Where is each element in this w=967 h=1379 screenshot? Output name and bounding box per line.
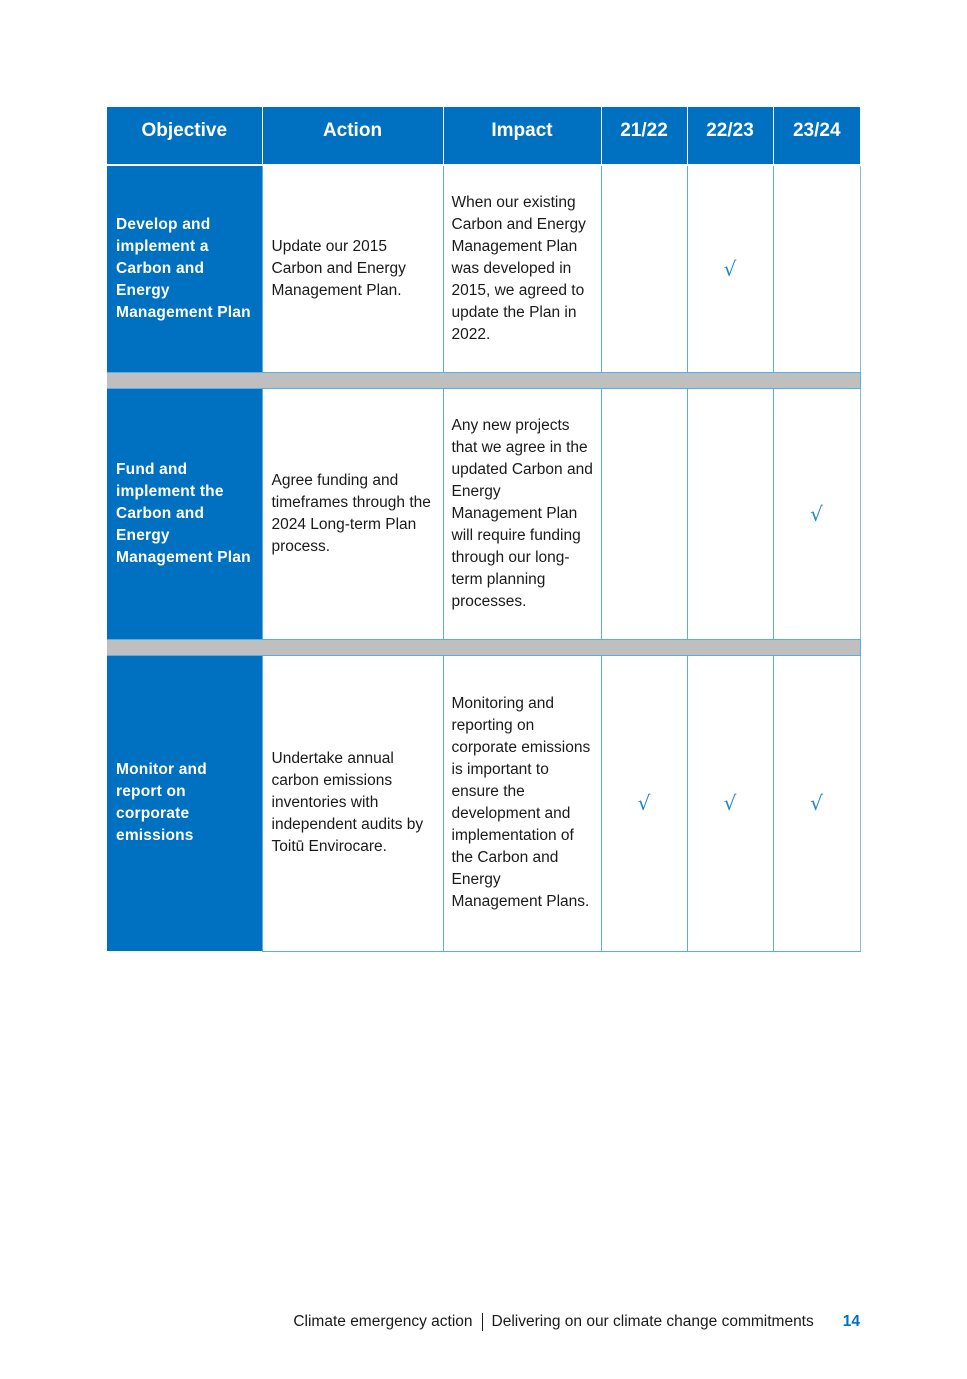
tick-2122: √ <box>600 654 688 952</box>
tick-2324: √ <box>772 387 861 640</box>
row-divider-bar <box>107 371 861 389</box>
footer-section-title: Climate emergency action <box>293 1313 473 1330</box>
table-row: Develop and implement a Carbon and Energ… <box>107 164 861 373</box>
action-cell: Agree funding and timeframes through the… <box>261 387 444 640</box>
table-row: Fund and implement the Carbon and Energy… <box>107 387 861 640</box>
tick-2223: √ <box>686 654 774 952</box>
footer-separator <box>481 1313 483 1331</box>
tick-2122 <box>600 164 688 373</box>
header-year-2324: 23/24 <box>772 107 860 166</box>
header-year-2122: 21/22 <box>600 107 688 166</box>
header-year-2223: 22/23 <box>686 107 774 166</box>
footer-subtitle: Delivering on our climate change commitm… <box>491 1313 814 1330</box>
header-impact: Impact <box>442 107 602 166</box>
row-divider-bar <box>107 638 861 656</box>
row-divider <box>107 371 861 389</box>
objective-cell: Develop and implement a Carbon and Energ… <box>107 165 262 372</box>
objective-cell: Monitor and report on corporate emission… <box>107 655 262 951</box>
impact-cell: Monitoring and reporting on corporate em… <box>442 654 602 952</box>
impact-cell: When our existing Carbon and Energy Mana… <box>442 164 602 373</box>
tick-2223 <box>686 387 774 640</box>
table-row: Monitor and report on corporate emission… <box>107 654 861 952</box>
header-action: Action <box>261 107 444 166</box>
table-header-row: Objective Action Impact 21/22 22/23 23/2… <box>107 107 860 166</box>
action-cell: Undertake annual carbon emissions invent… <box>261 654 444 952</box>
page-number: 14 <box>842 1313 860 1330</box>
header-objective: Objective <box>107 107 263 166</box>
tick-2122 <box>600 387 688 640</box>
commitments-table: Objective Action Impact 21/22 22/23 23/2… <box>107 107 861 952</box>
row-divider <box>107 638 861 656</box>
tick-2223: √ <box>686 164 774 373</box>
tick-2324: √ <box>772 654 861 952</box>
objective-cell: Fund and implement the Carbon and Energy… <box>107 388 262 639</box>
impact-cell: Any new projects that we agree in the up… <box>442 387 602 640</box>
action-cell: Update our 2015 Carbon and Energy Manage… <box>261 164 444 373</box>
page-footer: Climate emergency action Delivering on o… <box>293 1313 860 1331</box>
tick-2324 <box>772 164 861 373</box>
